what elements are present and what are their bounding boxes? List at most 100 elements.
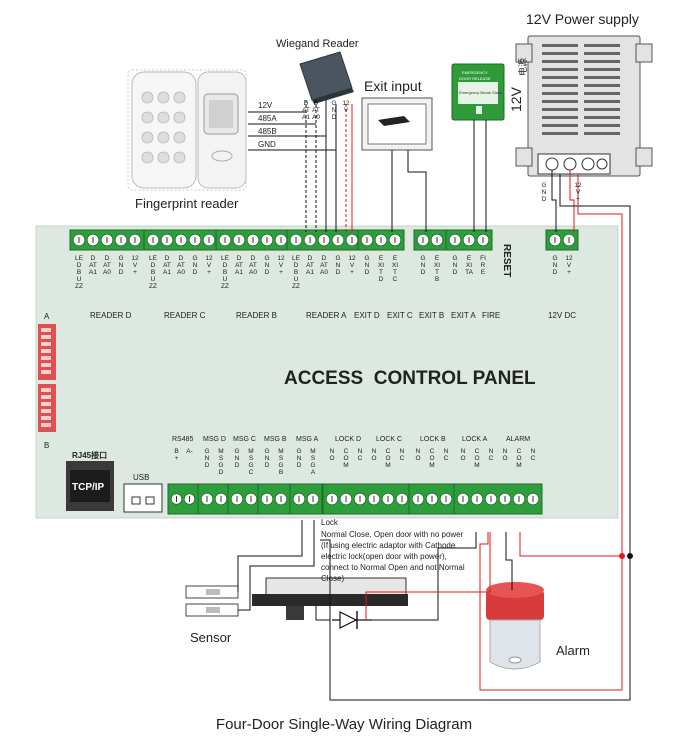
top-terminal-label-0: LEDBUZZ	[75, 255, 83, 290]
wire-label-485b: 485B	[258, 127, 277, 136]
reader-pin-data1: DATA1	[302, 100, 310, 121]
top-terminal-label-5: LEDBUZZ	[149, 255, 157, 290]
power-supply-unit	[515, 35, 653, 177]
top-terminal-label-16: DATA1	[306, 255, 314, 276]
bottom-terminal-label-5: MSGC	[248, 448, 254, 476]
group-label-msg-b: MSG B	[264, 436, 287, 443]
exit-button	[361, 97, 433, 151]
wire-label-12v: 12V	[258, 101, 273, 110]
bottom-terminal-label-12: NC	[357, 448, 363, 462]
top-terminal-label-24: EXITB	[433, 255, 441, 283]
bottom-terminal-label-11: COM	[343, 448, 349, 469]
bottom-terminal-label-7: MSGB	[278, 448, 284, 476]
top-terminal-label-2: DATA0	[103, 255, 111, 276]
group-label-reader-a: READER A	[306, 311, 347, 320]
rj45-label: RJ45接口	[72, 451, 108, 460]
bottom-terminal-label-17: COM	[429, 448, 435, 469]
top-terminal-label-29: 12V+	[565, 255, 573, 276]
group-label-exit-b: EXIT B	[419, 311, 445, 320]
top-terminal-label-12: DATA0	[249, 255, 257, 276]
bottom-terminal-label-8: GND	[296, 448, 302, 469]
lock-note-line-4: electric lock(open door with power),	[321, 552, 447, 561]
bottom-terminal-label-3: MSGD	[218, 448, 224, 476]
group-label-fire: FIRE	[482, 311, 501, 320]
usb-port[interactable]	[123, 483, 163, 513]
reset-label: RESET	[501, 244, 512, 278]
power-supply-title: 12V Power supply	[526, 11, 639, 27]
bottom-terminal-label-14: COM	[385, 448, 391, 469]
break-glass-text-3: Emergency Break Glass	[459, 90, 503, 95]
bottom-terminal-label-2: GND	[204, 448, 210, 469]
door-sensor	[185, 585, 239, 617]
top-terminal-label-27: FIRE	[480, 255, 486, 276]
group-label-alarm: ALARM	[506, 436, 531, 443]
power-supply-brand: 电源	[518, 57, 528, 76]
group-label-rs485: RS485	[172, 436, 194, 443]
bottom-terminal-label-22: NO	[502, 448, 508, 462]
group-label-lock-a: LOCK A	[462, 436, 488, 443]
bottom-terminal-label-13: NO	[371, 448, 377, 462]
bottom-terminal-label-0: B+	[174, 448, 179, 462]
group-label-lock-b: LOCK B	[420, 436, 446, 443]
group-label-12v-dc: 12V DC	[548, 311, 577, 320]
exit-input-label: Exit input	[364, 78, 422, 94]
power-supply-side-label: 12V	[508, 87, 524, 112]
top-terminal-label-11: DATA1	[235, 255, 243, 276]
dc-input-terminal	[545, 229, 579, 251]
group-label-msg-c: MSG C	[233, 436, 256, 443]
dip-switch-b[interactable]	[38, 384, 56, 432]
top-terminal-label-23: GND	[420, 255, 426, 276]
top-terminal-label-15: LEDBUZZ	[292, 255, 300, 290]
reader-pin-12v: 12V	[342, 100, 350, 114]
top-terminal-label-14: 12V+	[277, 255, 285, 276]
dip-label-b: B	[44, 441, 50, 450]
tcpip-label: TCP/IP	[72, 482, 105, 493]
bottom-terminal-label-1: A-	[186, 448, 193, 455]
emergency-break-glass	[451, 63, 505, 121]
group-label-lock-d: LOCK D	[335, 436, 362, 443]
psu-gnd-label: GND	[541, 182, 547, 203]
top-terminal-label-7: DATA0	[177, 255, 185, 276]
top-terminal-label-6: DATA1	[163, 255, 171, 276]
top-terminal-label-9: 12V+	[205, 255, 213, 276]
top-terminal-label-10: LEDBUZZ	[221, 255, 229, 290]
wire-label-485a: 485A	[258, 114, 277, 123]
bottom-terminal-label-19: NO	[460, 448, 466, 462]
group-label-exit-c: EXIT C	[387, 311, 413, 320]
bottom-terminal-strip	[167, 483, 543, 515]
sensor-label: Sensor	[190, 630, 232, 645]
psu-12v-label: 12V+	[574, 182, 582, 203]
reader-pin-data0: DATA0	[312, 100, 320, 121]
lock-note-line-3: (If using electric adaptor with Cathode	[321, 541, 456, 550]
lock-note-line-1: Lock	[321, 518, 338, 527]
group-label-reader-c: READER C	[164, 311, 206, 320]
bottom-terminal-label-23: COM	[516, 448, 522, 469]
group-label-reader-b: READER B	[236, 311, 277, 320]
top-terminal-label-17: DATA0	[320, 255, 328, 276]
top-terminal-label-21: EXITD	[377, 255, 385, 283]
top-terminal-label-4: 12V+	[131, 255, 139, 276]
bottom-terminal-label-4: GND	[234, 448, 240, 469]
fingerprint-reader	[127, 69, 247, 191]
top-terminal-label-13: GND	[264, 255, 270, 276]
control-panel-board	[35, 225, 619, 519]
lock-note-line-6: Close)	[321, 574, 345, 583]
top-terminal-label-28: GND	[552, 255, 558, 276]
group-label-msg-a: MSG A	[296, 436, 319, 443]
alarm-siren	[486, 582, 544, 670]
usb-label: USB	[133, 473, 150, 482]
top-terminal-label-25: GND	[452, 255, 458, 276]
diode	[332, 611, 372, 629]
fingerprint-reader-label: Fingerprint reader	[135, 196, 239, 211]
lock-note-line-2: Normal Close, Open door with no power	[321, 530, 464, 539]
group-label-exit-d: EXIT D	[354, 311, 380, 320]
top-terminal-label-26: EXITA	[465, 255, 473, 276]
alarm-label: Alarm	[556, 643, 590, 658]
top-terminal-label-3: GND	[118, 255, 124, 276]
panel-title: ACCESS CONTROL PANEL	[284, 368, 536, 389]
bottom-terminal-label-18: NC	[443, 448, 449, 462]
dip-switch-a[interactable]	[38, 324, 56, 380]
group-label-reader-d: READER D	[90, 311, 132, 320]
wire-label-gnd: GND	[258, 140, 276, 149]
lock-note-line-5: connect to Normal Open and not Normal	[321, 563, 465, 572]
